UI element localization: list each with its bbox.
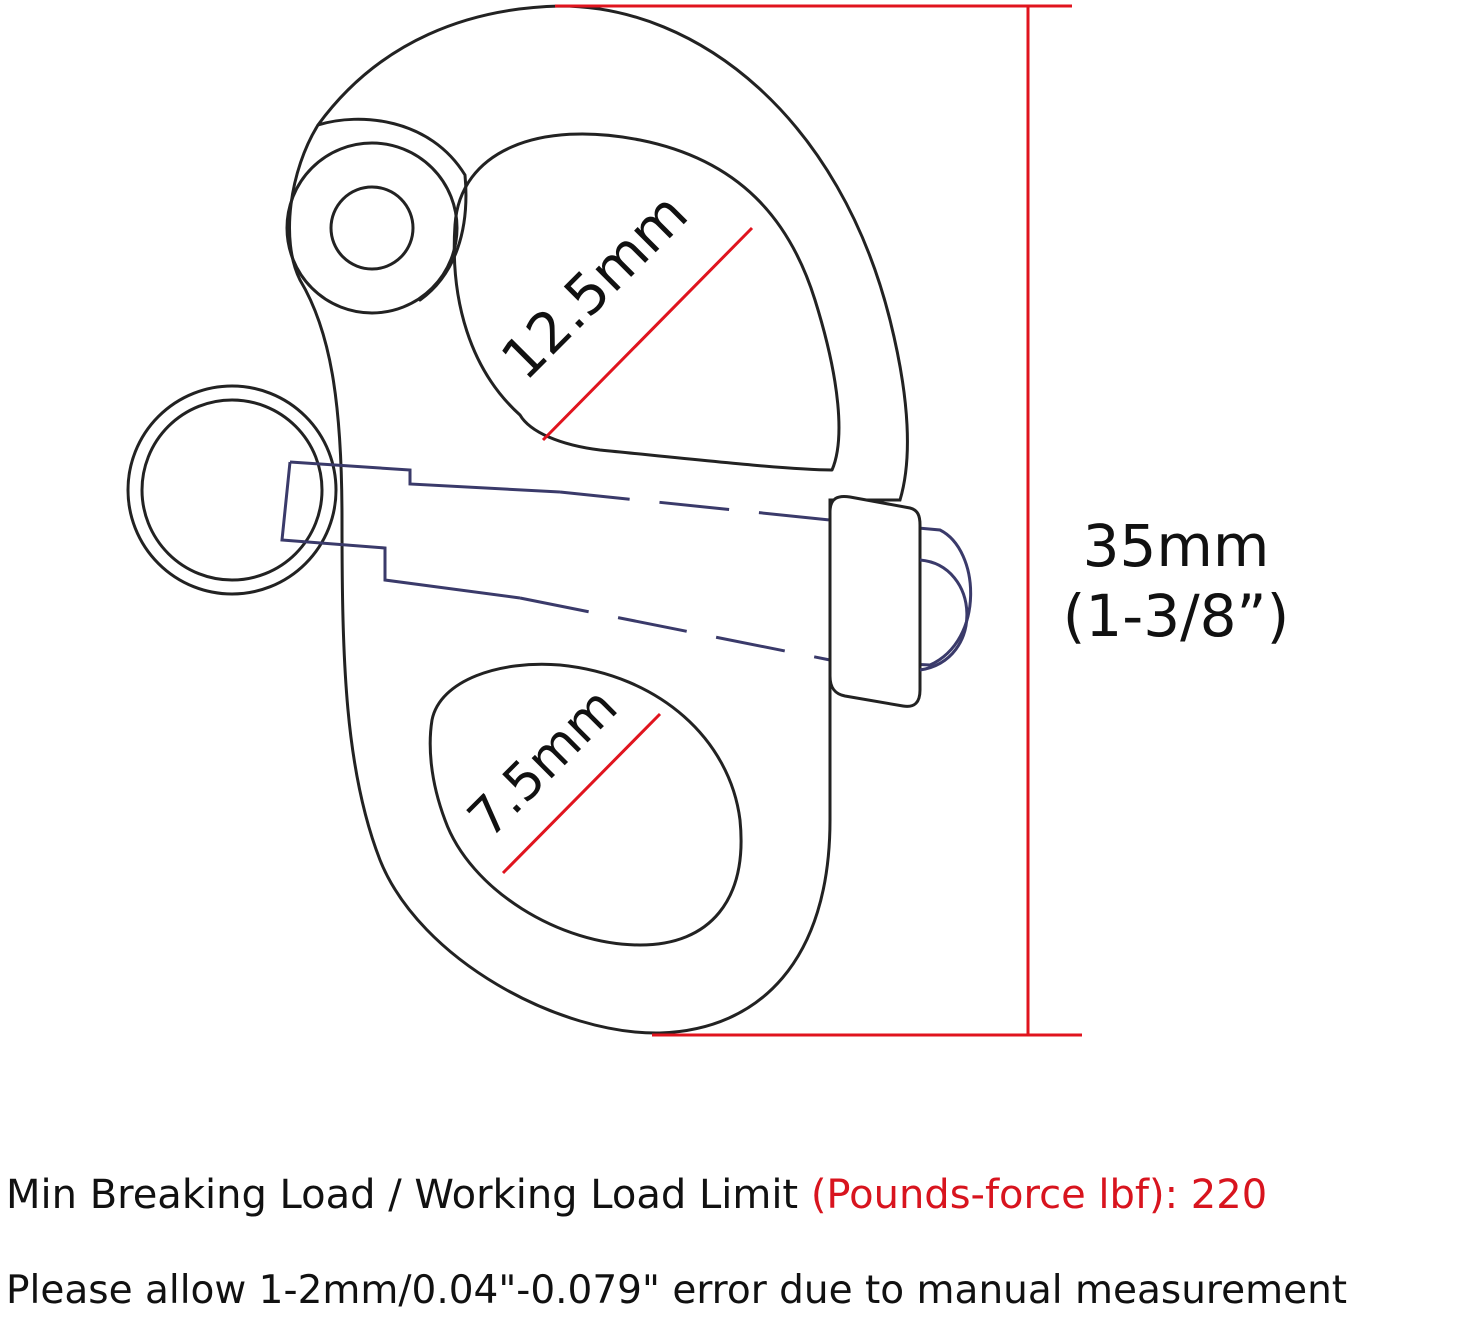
eye-opening-dimension-line [501,712,662,875]
plunger-pin [280,460,973,667]
pull-ring [126,384,338,596]
overall-length-in-label: (1-3/8”) [1063,582,1289,650]
load-rating-label: Min Breaking Load / Working Load Limit [6,1172,799,1218]
gate-collar [828,494,922,708]
tolerance-note: Please allow 1-2mm/0.04"-0.079" error du… [6,1268,1348,1313]
eye-opening [428,662,743,947]
overall-length-dimension [555,4,1082,1037]
load-rating-caption: Min Breaking Load / Working Load Limit (… [6,1172,1267,1218]
pin-tip [919,558,969,672]
swivel-eye [285,117,468,315]
overall-length-mm-label: 35mm [1083,512,1270,580]
snap-shackle-diagram: 12.5mm 7.5mm 35mm (1-3/8”) [126,4,1289,1037]
load-rating-value: (Pounds-force lbf): 220 [810,1172,1268,1218]
gate-opening-dimension-line [541,226,754,442]
shackle-body [288,4,909,1035]
gate-opening [452,132,841,472]
